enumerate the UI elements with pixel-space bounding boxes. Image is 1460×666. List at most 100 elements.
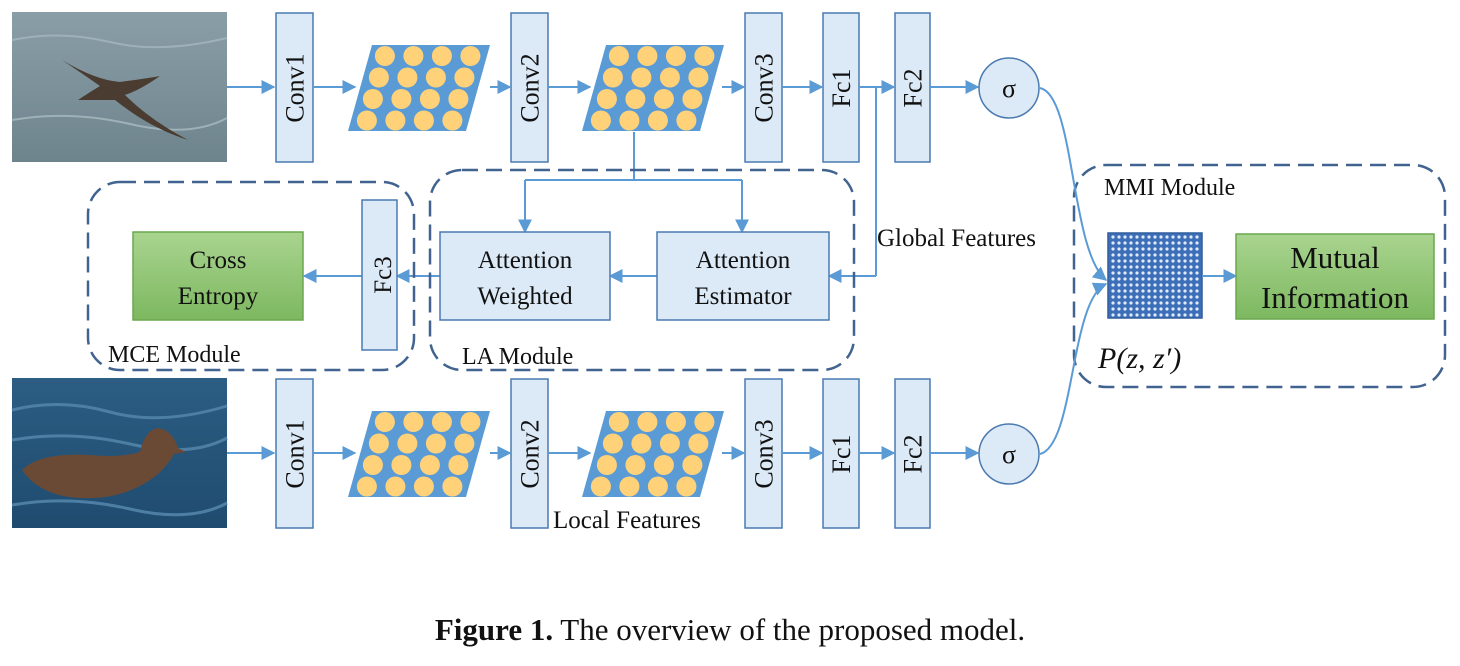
global-features-arrow bbox=[827, 87, 877, 283]
fc2-box bbox=[894, 378, 931, 529]
mutual-information-label-1: Mutual bbox=[1290, 240, 1380, 275]
conv1-label: Conv1 bbox=[281, 419, 310, 488]
conv2-box bbox=[510, 378, 549, 529]
feature-dot bbox=[442, 476, 463, 497]
sigma-label: σ bbox=[1002, 440, 1016, 469]
feature-dot bbox=[688, 433, 709, 454]
global-features-label: Global Features bbox=[877, 225, 1036, 252]
feature-dot bbox=[397, 67, 418, 88]
conv2-label: Conv2 bbox=[516, 53, 545, 122]
mmi-module-label: MMI Module bbox=[1104, 175, 1235, 201]
feature-dot bbox=[676, 110, 697, 131]
feature-dot bbox=[448, 455, 469, 475]
fc1-layer-top: Fc1 bbox=[822, 12, 860, 163]
feature-dot bbox=[688, 67, 709, 88]
conv2-layer-bottom: Conv2 bbox=[510, 378, 549, 529]
feature-dot bbox=[448, 89, 469, 109]
feature-dot bbox=[653, 89, 674, 109]
la-input-arrows bbox=[518, 132, 749, 234]
conv3-label: Conv3 bbox=[750, 419, 779, 488]
conv3-layer-top: Conv3 bbox=[744, 12, 783, 163]
fc3-layer bbox=[361, 199, 398, 351]
feature-dot bbox=[362, 455, 383, 475]
fc1-box bbox=[822, 12, 860, 163]
cross-entropy-label-2: Entropy bbox=[178, 283, 259, 310]
feature-dot bbox=[362, 89, 383, 109]
cross-entropy-label-1: Cross bbox=[190, 247, 247, 274]
feature-dot bbox=[608, 412, 629, 432]
mmi-module: MMI Module Mutual Information P(z, z′) bbox=[1072, 163, 1447, 389]
conv1-box bbox=[275, 378, 314, 529]
feature-dot bbox=[596, 455, 617, 475]
feature-dot bbox=[397, 433, 418, 454]
fc1-label: Fc1 bbox=[827, 69, 856, 108]
mce-module: Cross Entropy Fc3 MCE Module bbox=[86, 180, 416, 372]
feature-dot bbox=[682, 89, 703, 109]
feature-dot bbox=[647, 110, 668, 131]
la-module: Attention Weighted Attention Estimator L… bbox=[428, 168, 856, 372]
feature-dot bbox=[431, 46, 452, 66]
feature-dot bbox=[637, 412, 658, 432]
feature-dot bbox=[385, 110, 406, 131]
feature-dot bbox=[368, 433, 389, 454]
feature-dot bbox=[425, 67, 446, 88]
feature-dot bbox=[425, 433, 446, 454]
feature-dot bbox=[631, 67, 652, 88]
feature-dot bbox=[694, 46, 715, 66]
fc2-label: Fc2 bbox=[899, 435, 928, 474]
feature-dot bbox=[608, 46, 629, 66]
attention-weighted-box bbox=[439, 231, 611, 321]
feature-dot bbox=[385, 476, 406, 497]
fc2-label: Fc2 bbox=[899, 69, 928, 108]
feature-dot bbox=[694, 412, 715, 432]
feature-dot bbox=[356, 476, 377, 497]
figure-caption: Figure 1. The overview of the proposed m… bbox=[0, 612, 1460, 648]
attention-estimator-label-2: Estimator bbox=[694, 283, 792, 310]
joint-distribution-matrix bbox=[1107, 232, 1203, 319]
joint-probability-label: P(z, z′) bbox=[1097, 342, 1181, 375]
feature-dot bbox=[403, 412, 424, 432]
feature-dot bbox=[391, 89, 412, 109]
feature-map-conv1-top bbox=[348, 45, 490, 131]
caption-text: The overview of the proposed model. bbox=[560, 612, 1026, 647]
fc1-label: Fc1 bbox=[827, 435, 856, 474]
feature-dot bbox=[631, 433, 652, 454]
conv3-label: Conv3 bbox=[750, 53, 779, 122]
feature-map-conv1-bottom bbox=[348, 411, 490, 497]
conv1-layer-top: Conv1 bbox=[275, 12, 314, 163]
conv2-label: Conv2 bbox=[516, 419, 545, 488]
feature-dot bbox=[374, 46, 395, 66]
feature-dot bbox=[596, 89, 617, 109]
feature-dot bbox=[659, 67, 680, 88]
feature-map-conv2-top bbox=[582, 45, 724, 131]
feature-dot bbox=[602, 67, 623, 88]
la-module-label: LA Module bbox=[462, 344, 573, 370]
feature-dot bbox=[602, 433, 623, 454]
conv3-layer-bottom: Conv3 bbox=[744, 378, 783, 529]
sigma-to-mmi-arrows bbox=[1039, 87, 1108, 455]
feature-dot bbox=[431, 412, 452, 432]
attention-weighted-label-1: Attention bbox=[478, 247, 573, 274]
conv1-box bbox=[275, 12, 314, 163]
cross-entropy-box bbox=[132, 231, 304, 321]
feature-dot bbox=[460, 46, 481, 66]
feature-dot bbox=[659, 433, 680, 454]
feature-dot bbox=[682, 455, 703, 475]
feature-dot bbox=[676, 476, 697, 497]
conv1-label: Conv1 bbox=[281, 53, 310, 122]
feature-dot bbox=[637, 46, 658, 66]
conv1-layer-bottom: Conv1 bbox=[275, 378, 314, 529]
feature-dot bbox=[419, 89, 440, 109]
feature-dot bbox=[647, 476, 668, 497]
feature-dot bbox=[625, 89, 646, 109]
fc2-layer-bottom: Fc2 bbox=[894, 378, 931, 529]
feature-dot bbox=[374, 412, 395, 432]
mutual-information-label-2: Information bbox=[1261, 280, 1410, 315]
sigma-node-bottom: σ bbox=[978, 423, 1040, 485]
feature-dot bbox=[590, 476, 611, 497]
mce-module-label: MCE Module bbox=[108, 342, 241, 368]
mutual-information-box bbox=[1235, 233, 1435, 320]
fc1-layer-bottom: Fc1 bbox=[822, 378, 860, 529]
local-features-label: Local Features bbox=[553, 507, 701, 534]
fc2-box bbox=[894, 12, 931, 163]
